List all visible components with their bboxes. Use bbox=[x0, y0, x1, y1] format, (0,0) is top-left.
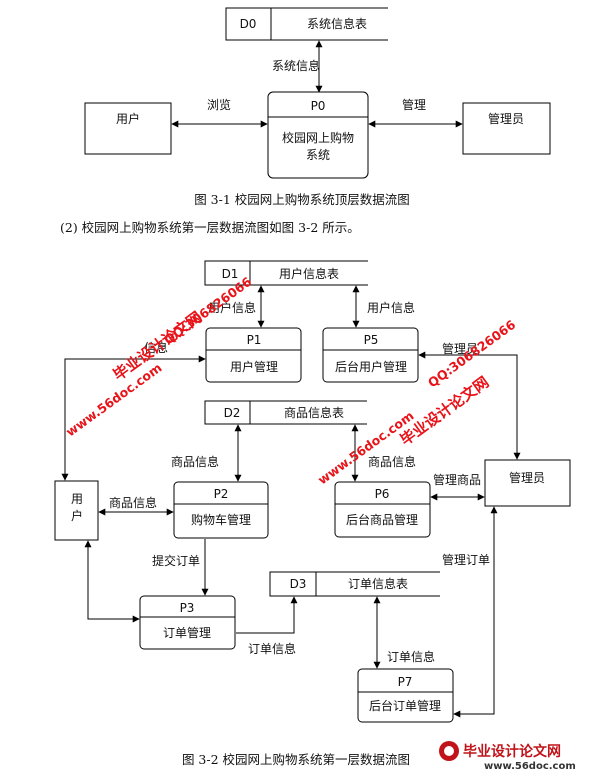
site-logo: 毕业设计论文网 www.56doc.com bbox=[439, 741, 576, 772]
process-p2-id: P2 bbox=[214, 487, 229, 501]
entity-admin-top-label: 管理员 bbox=[488, 111, 524, 126]
process-p0-id: P0 bbox=[311, 99, 326, 113]
site-logo-text: 毕业设计论文网 bbox=[463, 743, 561, 760]
flow-p7-admin bbox=[453, 506, 498, 718]
datastore-d0-label: 系统信息表 bbox=[307, 16, 367, 31]
process-p7: P7 后台订单管理 bbox=[357, 668, 454, 723]
process-p3: P3 订单管理 bbox=[139, 595, 236, 650]
process-p6-label: 后台商品管理 bbox=[346, 512, 418, 527]
process-p7-label: 后台订单管理 bbox=[369, 698, 441, 713]
process-p0-line1: 校园网上购物 bbox=[282, 130, 354, 145]
process-p3-label: 订单管理 bbox=[163, 625, 211, 640]
flow-d1-p1-label: 用户信息 bbox=[208, 300, 256, 315]
process-p1-id: P1 bbox=[247, 333, 262, 347]
watermark-right: www.56doc.com 毕业设计论文网 QQ:306826066 bbox=[315, 317, 519, 488]
datastore-d2-label: 商品信息表 bbox=[284, 405, 344, 420]
entity-user-top: 用户 bbox=[84, 102, 172, 155]
flow-p3-d3-label: 订单信息 bbox=[248, 641, 296, 656]
caption-3-1: 图 3-1 校园网上购物系统顶层数据流图 bbox=[194, 192, 410, 207]
datastore-d3-id: D3 bbox=[290, 577, 307, 591]
flow-user-p1 bbox=[61, 355, 206, 481]
flow-user-p3 bbox=[84, 540, 140, 623]
flow-p5-admin-label: 管理员 bbox=[442, 341, 478, 356]
flow-p7-admin-label: 管理订单 bbox=[442, 552, 490, 567]
flow-p3-d3 bbox=[236, 596, 298, 634]
flow-manage-label: 管理 bbox=[402, 97, 426, 112]
flow-d2-p2-label: 商品信息 bbox=[171, 454, 219, 469]
site-logo-url: www.56doc.com bbox=[484, 761, 576, 772]
flow-user-p1-label: 信息 bbox=[144, 340, 168, 355]
entity-user: 用 户 bbox=[54, 480, 99, 541]
datastore-d3: D3 订单信息表 bbox=[269, 571, 440, 597]
entity-admin-label: 管理员 bbox=[509, 470, 545, 485]
process-p3-id: P3 bbox=[180, 601, 195, 615]
intro-paragraph: (2) 校园网上购物系统第一层数据流图如图 3-2 所示。 bbox=[60, 220, 360, 235]
entity-admin: 管理员 bbox=[484, 459, 571, 507]
datastore-d1: D1 用户信息表 bbox=[204, 260, 368, 286]
flow-p6-admin-label: 管理商品 bbox=[433, 472, 481, 487]
process-p1-label: 用户管理 bbox=[230, 359, 278, 374]
process-p5-label: 后台用户管理 bbox=[335, 359, 407, 374]
flow-d1-p5-label: 用户信息 bbox=[367, 300, 415, 315]
process-p2: P2 购物车管理 bbox=[173, 481, 269, 539]
entity-user-line2: 户 bbox=[71, 508, 83, 523]
flow-d3-p7-label: 订单信息 bbox=[387, 649, 435, 664]
datastore-d0: D0 系统信息表 bbox=[225, 7, 388, 41]
flow-system-info-label: 系统信息 bbox=[272, 58, 320, 73]
process-p7-id: P7 bbox=[398, 675, 413, 689]
datastore-d1-label: 用户信息表 bbox=[279, 266, 339, 281]
flow-p2-p3-label: 提交订单 bbox=[152, 553, 200, 568]
datastore-d1-id: D1 bbox=[222, 267, 239, 281]
process-p6: P6 后台商品管理 bbox=[334, 481, 431, 538]
flow-p5-admin bbox=[418, 351, 521, 460]
watermark-site-b: 毕业设计论文网 bbox=[397, 373, 493, 449]
datastore-d0-id: D0 bbox=[240, 17, 257, 31]
process-p5: P5 后台用户管理 bbox=[322, 327, 419, 383]
process-p0-line2: 系统 bbox=[306, 148, 330, 162]
caption-3-2: 图 3-2 校园网上购物系统第一层数据流图 bbox=[182, 752, 410, 767]
entity-user-top-label: 用户 bbox=[116, 111, 140, 126]
entity-admin-top: 管理员 bbox=[462, 102, 551, 155]
datastore-d3-label: 订单信息表 bbox=[348, 576, 408, 591]
datastore-d2-id: D2 bbox=[224, 406, 241, 420]
flow-user-p2-label: 商品信息 bbox=[109, 495, 157, 510]
process-p2-label: 购物车管理 bbox=[191, 512, 251, 527]
flow-d2-p6-label: 商品信息 bbox=[368, 454, 416, 469]
process-p5-id: P5 bbox=[364, 333, 379, 347]
process-p6-id: P6 bbox=[375, 487, 390, 501]
flow-browse-label: 浏览 bbox=[207, 97, 231, 112]
datastore-d2: D2 商品信息表 bbox=[204, 400, 367, 425]
entity-user-line1: 用 bbox=[71, 492, 83, 506]
process-p0: P0 校园网上购物 系统 bbox=[267, 91, 369, 179]
process-p1: P1 用户管理 bbox=[205, 327, 302, 383]
